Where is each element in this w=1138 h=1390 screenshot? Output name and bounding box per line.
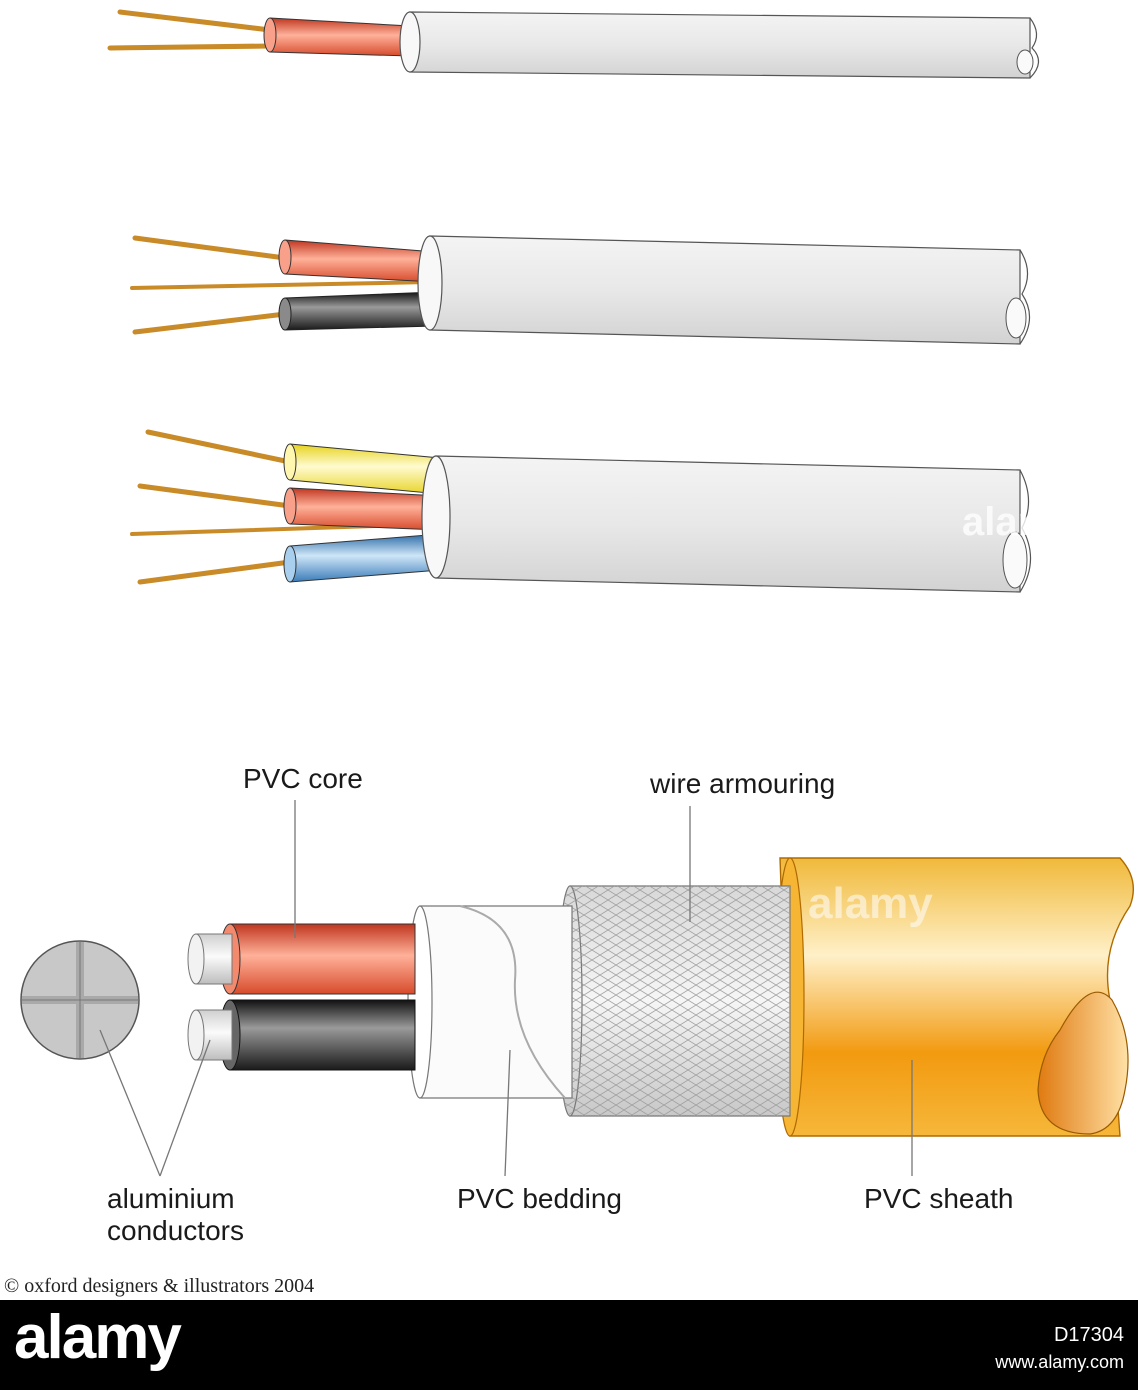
sheath-cut-end	[1037, 991, 1129, 1135]
earth-conductor	[130, 280, 432, 290]
copper-conductor	[137, 483, 293, 509]
label-aluminium: aluminium	[107, 1183, 235, 1214]
cable-twin-earth	[130, 235, 1031, 345]
red-core	[269, 17, 411, 57]
copper-conductor	[145, 429, 293, 465]
cable-twin	[107, 9, 1040, 79]
white-sheath	[429, 235, 1021, 345]
yellow-core	[289, 443, 441, 495]
white-sheath	[409, 11, 1031, 79]
copper-conductor	[132, 235, 288, 261]
footer-bar: alamy D17304 www.alamy.com	[0, 1300, 1138, 1390]
image-id: D17304	[1053, 1324, 1124, 1346]
copyright-credit: © oxford designers & illustrators 2004	[4, 1275, 314, 1297]
label-pvc-sheath: PVC sheath	[864, 1183, 1013, 1214]
conductor-cross-section	[20, 940, 140, 1060]
watermark: alamy	[962, 500, 1076, 544]
leader-lines	[99, 800, 913, 1177]
pvc-bedding	[419, 905, 573, 1099]
copper-conductor	[137, 559, 293, 585]
red-core	[284, 239, 436, 283]
label-conductors: conductors	[107, 1215, 244, 1246]
site-url[interactable]: www.alamy.com	[995, 1352, 1124, 1372]
copper-conductor	[117, 9, 273, 33]
white-sheath	[435, 455, 1021, 593]
red-pvc-core	[229, 923, 416, 995]
armoured-cable	[187, 857, 1134, 1137]
blue-core	[289, 533, 441, 583]
black-core	[284, 291, 436, 331]
red-core	[289, 487, 441, 531]
copper-conductor	[132, 311, 288, 335]
black-pvc-core	[229, 999, 416, 1071]
label-wire-armouring: wire armouring	[649, 768, 835, 799]
cable-three-core-earth	[130, 429, 1032, 593]
watermark: alamy	[808, 879, 933, 928]
label-pvc-core: PVC core	[243, 763, 363, 794]
label-pvc-bedding: PVC bedding	[457, 1183, 622, 1214]
alamy-logo: alamy	[14, 1303, 182, 1372]
cable-diagram: PVC core wire armouring aluminium conduc…	[4, 9, 1134, 1297]
copper-conductor	[107, 43, 273, 51]
